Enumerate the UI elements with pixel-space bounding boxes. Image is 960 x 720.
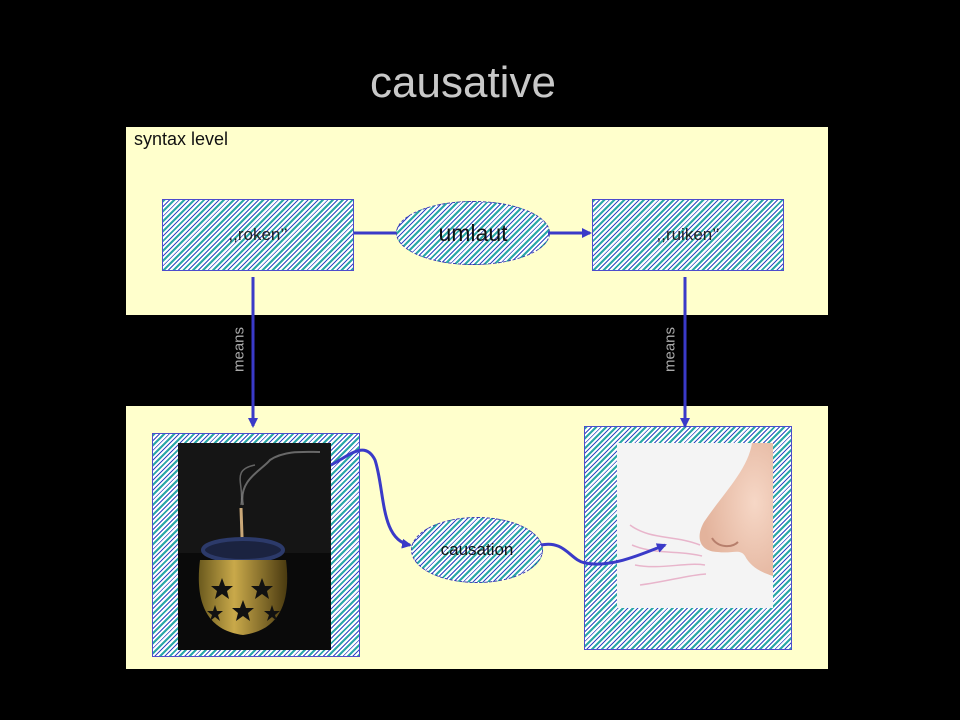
- causation-ellipse: causation: [411, 517, 543, 583]
- word-ruiken: ,,ruiken’’: [656, 225, 720, 244]
- curve-incense-to-causation: [330, 448, 412, 549]
- incense-burner-image: [178, 443, 331, 650]
- curve-causation-to-nose: [540, 542, 667, 566]
- word-roken: ,,roken’’: [228, 225, 288, 244]
- causation-label: causation: [440, 540, 514, 559]
- syntax-level-label: syntax level: [134, 129, 229, 149]
- nose-image: [617, 443, 773, 608]
- word-box-roken: ,,roken’’: [162, 199, 354, 271]
- umlaut-label: umlaut: [438, 219, 508, 246]
- word-box-ruiken: ,,ruiken’’: [592, 199, 784, 271]
- slide-title: causative: [370, 58, 556, 107]
- umlaut-ellipse: umlaut: [396, 201, 550, 265]
